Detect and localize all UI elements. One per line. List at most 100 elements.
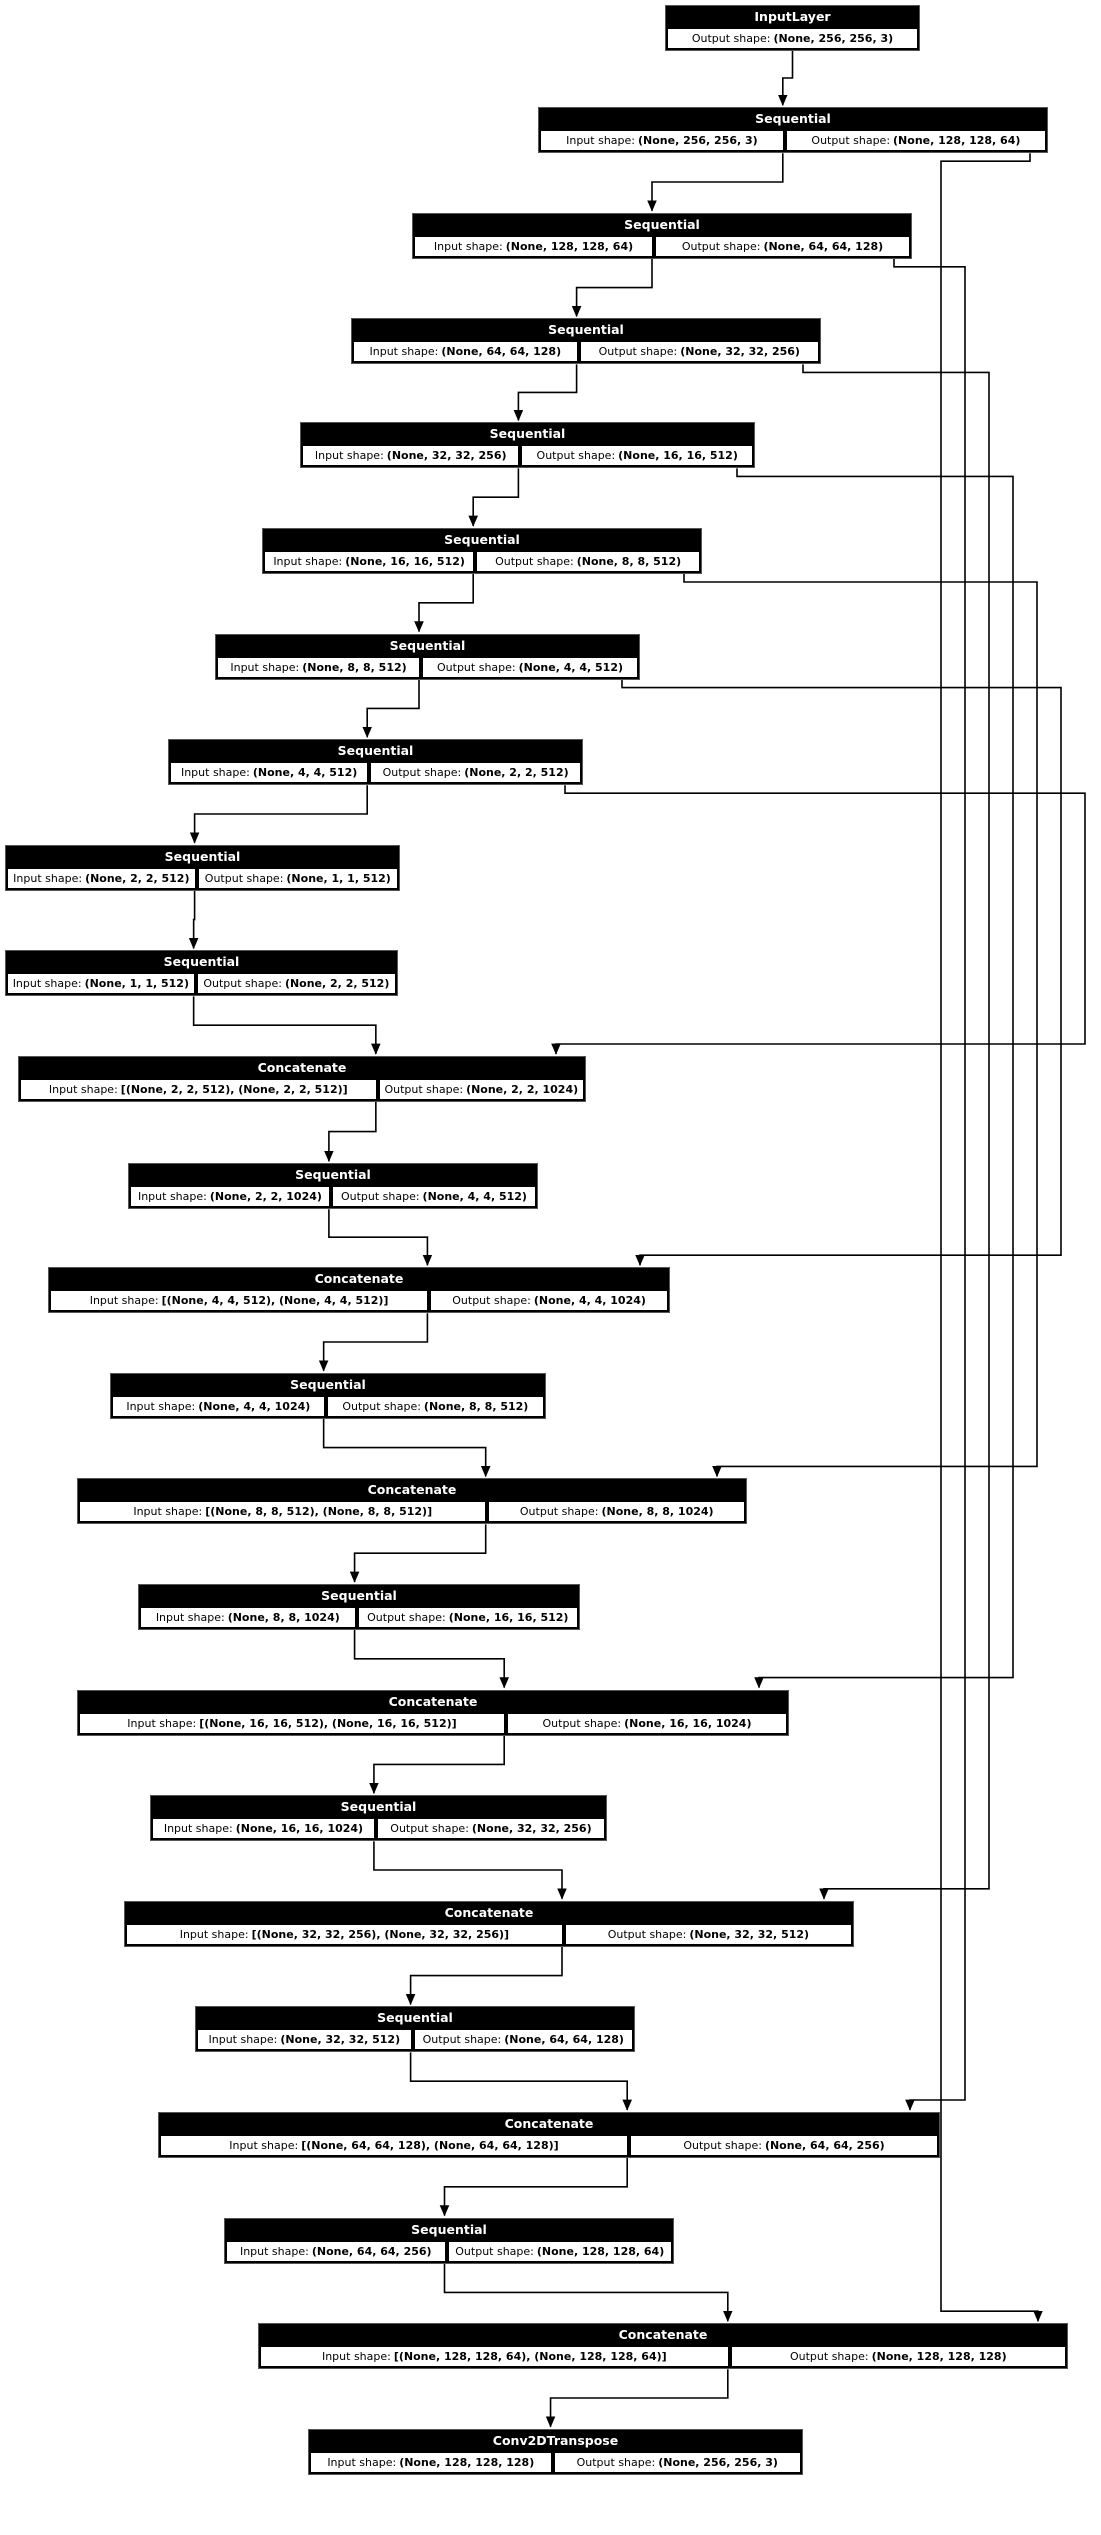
node-shape-row: Input shape:(None, 256, 256, 3)Output sh… — [539, 130, 1047, 153]
edge-n3-n4 — [513, 364, 578, 422]
node-type-label: Sequential — [139, 1585, 579, 1607]
node-input-shape: Input shape:(None, 128, 128, 128) — [310, 2451, 552, 2473]
node-type-label: Sequential — [301, 423, 754, 446]
node-input-shape: Input shape:[(None, 16, 16, 512), (None,… — [79, 1712, 505, 1734]
node-type-label: Sequential — [111, 1373, 545, 1396]
node-type-label: Concatenate — [159, 2113, 939, 2135]
node-input-shape: Input shape:[(None, 128, 128, 64), (None… — [260, 2346, 729, 2368]
node-type-label: Concatenate — [78, 1690, 788, 1713]
node-shape-row: Input shape:(None, 4, 4, 512)Output shap… — [169, 762, 582, 785]
node-type-label: Sequential — [263, 529, 701, 551]
edge-n19-n20 — [409, 2052, 632, 2111]
node-output-shape: Output shape:(None, 128, 128, 64) — [785, 130, 1046, 152]
node-output-shape: Output shape:(None, 32, 32, 256) — [376, 1818, 605, 1840]
skip-edge-n4-n16 — [736, 468, 1014, 1689]
node-shape-row: Input shape:(None, 16, 16, 1024)Output s… — [151, 1818, 606, 1841]
node-output-shape: Output shape:(None, 1, 1, 512) — [197, 867, 398, 889]
edge-n4-n5 — [468, 468, 520, 527]
edge-n18-n19 — [405, 1946, 563, 2006]
node-shape-row: Input shape:[(None, 32, 32, 256), (None,… — [125, 1923, 853, 1946]
node-output-shape: Output shape:(None, 256, 256, 3) — [553, 2451, 801, 2473]
node-output-shape: Output shape:(None, 4, 4, 512) — [422, 656, 638, 678]
node-output-shape: Output shape:(None, 16, 16, 1024) — [507, 1712, 787, 1734]
node-output-shape: Output shape:(None, 2, 2, 1024) — [378, 1079, 584, 1100]
node-shape-row: Input shape:(None, 16, 16, 512)Output sh… — [263, 551, 701, 573]
node-input-shape: Input shape:(None, 256, 256, 3) — [540, 130, 784, 152]
edge-n0-n1 — [777, 50, 794, 106]
node-type-label: Sequential — [352, 319, 820, 342]
edge-n1-n2 — [647, 153, 784, 212]
node-type-label: Sequential — [169, 740, 582, 763]
edge-n14-n15 — [349, 1524, 487, 1583]
node-output-shape: Output shape:(None, 8, 8, 512) — [476, 551, 700, 572]
edge-n10-n11 — [324, 1102, 377, 1162]
node-input-shape: Input shape:(None, 64, 64, 256) — [226, 2240, 446, 2262]
node-input-shape: Input shape:(None, 4, 4, 512) — [170, 762, 369, 784]
node-output-shape: Output shape:(None, 8, 8, 1024) — [488, 1501, 745, 1523]
edge-n8-n9 — [188, 890, 199, 950]
node-shape-row: Input shape:[(None, 128, 128, 64), (None… — [259, 2346, 1067, 2369]
node-shape-row: Input shape:(None, 64, 64, 128)Output sh… — [352, 341, 820, 364]
node-input-shape: Input shape:(None, 2, 2, 1024) — [130, 1186, 330, 1208]
skip-edge-n3-n18 — [802, 364, 990, 1900]
node-input-shape: Input shape:(None, 32, 32, 256) — [302, 445, 520, 467]
node-shape-row: Input shape:[(None, 16, 16, 512), (None,… — [78, 1712, 788, 1735]
node-output-shape: Output shape:(None, 4, 4, 1024) — [430, 1290, 668, 1312]
edge-n17-n18 — [373, 1841, 567, 1900]
node-input-shape: Input shape:(None, 16, 16, 512) — [264, 551, 475, 572]
node-output-shape: Output shape:(None, 32, 32, 512) — [564, 1923, 852, 1945]
node-shape-row: Input shape:(None, 2, 2, 1024)Output sha… — [129, 1186, 537, 1209]
edge-n9-n10 — [192, 996, 381, 1055]
node-shape-row: Input shape:(None, 2, 2, 512)Output shap… — [6, 867, 399, 890]
node-type-label: Sequential — [225, 2218, 673, 2241]
edge-n21-n22 — [443, 2263, 733, 2322]
node-shape-row: Input shape:[(None, 64, 64, 128), (None,… — [159, 2135, 939, 2157]
node-type-label: Sequential — [151, 1796, 606, 1819]
skip-edge-n2-n20 — [893, 258, 966, 2111]
node-shape-row: Input shape:(None, 32, 32, 512)Output sh… — [196, 2029, 634, 2052]
edge-n12-n13 — [318, 1313, 429, 1372]
node-input-shape: Input shape:(None, 2, 2, 512) — [7, 867, 196, 889]
node-shape-row: Input shape:[(None, 4, 4, 512), (None, 4… — [49, 1290, 669, 1313]
node-output-shape: Output shape:(None, 4, 4, 512) — [331, 1186, 536, 1208]
node-input-shape: Input shape:(None, 64, 64, 128) — [353, 341, 578, 363]
skip-edge-n1-n22 — [940, 153, 1043, 2322]
node-type-label: Concatenate — [19, 1057, 585, 1079]
node-type-label: Sequential — [6, 951, 397, 974]
skip-edge-n7-n10 — [551, 785, 1086, 1055]
node-input-shape: Input shape:(None, 16, 16, 1024) — [152, 1818, 375, 1840]
node-output-shape: Output shape:(None, 64, 64, 128) — [655, 235, 910, 257]
node-input-shape: Input shape:[(None, 2, 2, 512), (None, 2… — [20, 1079, 377, 1100]
node-output-shape: Output shape:(None, 2, 2, 512) — [370, 762, 581, 784]
edge-n2-n3 — [571, 258, 653, 318]
node-output-shape: Output shape:(None, 16, 16, 512) — [357, 1607, 578, 1628]
edge-n5-n6 — [414, 574, 474, 633]
node-input-shape: Input shape:[(None, 8, 8, 512), (None, 8… — [79, 1501, 487, 1523]
edge-n11-n12 — [328, 1209, 433, 1266]
edge-n20-n21 — [439, 2158, 628, 2217]
node-input-shape: Input shape:[(None, 32, 32, 256), (None,… — [126, 1923, 563, 1945]
node-output-shape: Output shape:(None, 128, 128, 128) — [730, 2346, 1066, 2368]
node-shape-row: Input shape:(None, 8, 8, 512)Output shap… — [216, 656, 639, 679]
skip-edge-n6-n12 — [621, 679, 1062, 1266]
edge-n13-n14 — [322, 1418, 491, 1478]
node-type-label: Sequential — [216, 634, 639, 657]
node-shape-row: Input shape:(None, 64, 64, 256)Output sh… — [225, 2240, 673, 2263]
node-shape-row: Input shape:(None, 128, 128, 128)Output … — [309, 2451, 802, 2474]
node-type-label: Concatenate — [125, 1901, 853, 1924]
